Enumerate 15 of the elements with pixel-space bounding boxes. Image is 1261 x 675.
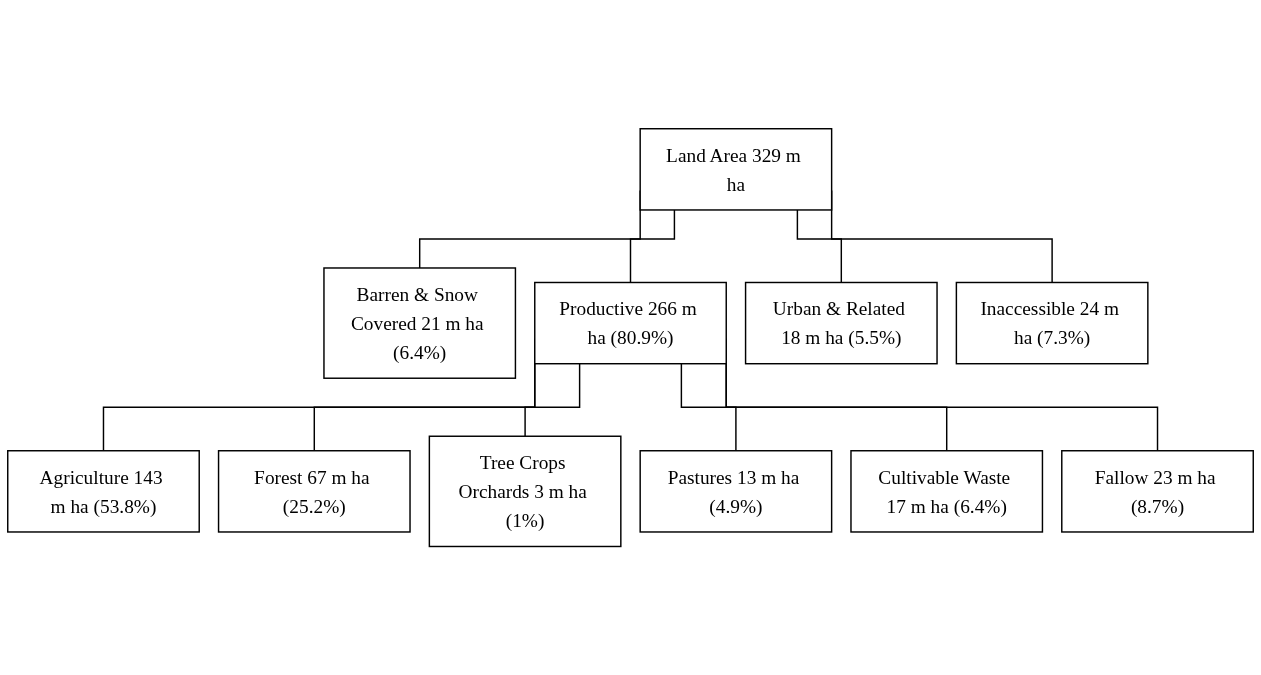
node-box: Agriculture 143 m ha (53.8%) xyxy=(7,449,200,533)
node-box: Inaccessible 24 m ha (7.3%) xyxy=(955,281,1149,365)
connector xyxy=(680,362,737,452)
connector xyxy=(796,209,843,284)
node-box: Urban & Related 18 m ha (5.5%) xyxy=(744,281,938,365)
node-box: Forest 67 m ha (25.2%) xyxy=(217,449,411,533)
node-box: Fallow 23 m ha (8.7%) xyxy=(1061,449,1254,533)
node-box: Pastures 13 m ha (4.9%) xyxy=(639,449,833,533)
connector xyxy=(524,362,581,437)
connector xyxy=(629,209,676,284)
node-box: Land Area 329 m ha xyxy=(639,127,833,211)
node-box: Productive 266 m ha (80.9%) xyxy=(534,281,727,365)
node-box: Barren & Snow Covered 21 m ha (6.4%) xyxy=(323,267,517,379)
node-box: Tree Crops Orchards 3 m ha (1%) xyxy=(428,435,622,548)
node-box: Cultivable Waste 17 m ha (6.4%) xyxy=(850,449,1044,533)
